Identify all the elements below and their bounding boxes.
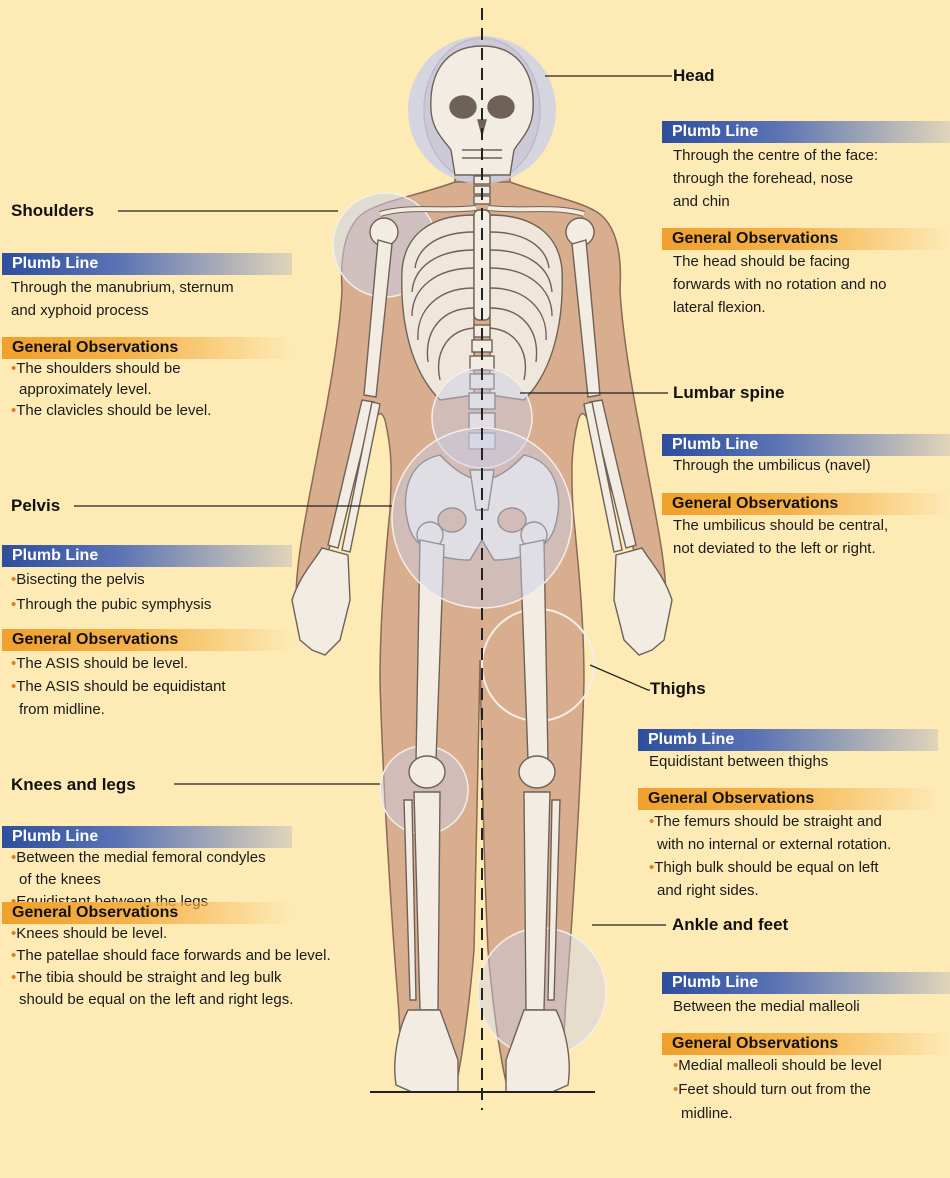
head-plumb-text: Through the centre of the face: through …: [673, 144, 878, 213]
pelvis-obs-text: The ASIS should be level. The ASIS shoul…: [11, 652, 226, 721]
shoulders-obs-text: The shoulders should be approximately le…: [11, 358, 211, 421]
ankle-plumb-label: Plumb Line: [662, 972, 950, 994]
pelvis-obs-label: General Observations: [2, 629, 292, 651]
thighs-obs-text: The femurs should be straight and with n…: [649, 810, 891, 902]
ankle-plumb-text: Between the medial malleoli: [673, 995, 860, 1018]
thighs-plumb-text: Equidistant between thighs: [649, 750, 828, 773]
thighs-obs-label: General Observations: [638, 788, 938, 810]
knees-obs-text: Knees should be level. The patellae shou…: [11, 923, 331, 1011]
thighs-plumb-label: Plumb Line: [638, 729, 938, 751]
shoulders-title: Shoulders: [11, 201, 94, 221]
knees-title: Knees and legs: [11, 775, 136, 795]
ankle-title: Ankle and feet: [672, 915, 788, 935]
lumbar-obs-label: General Observations: [662, 493, 950, 515]
pelvis-plumb-text: Bisecting the pelvis Through the pubic s…: [11, 567, 211, 617]
lumbar-obs-text: The umbilicus should be central, not dev…: [673, 514, 888, 560]
thighs-title: Thighs: [650, 679, 706, 699]
shoulders-plumb-text: Through the manubrium, sternum and xypho…: [11, 276, 234, 322]
pelvis-plumb-label: Plumb Line: [2, 545, 292, 567]
lumbar-plumb-label: Plumb Line: [662, 434, 950, 456]
head-title: Head: [673, 66, 715, 86]
head-plumb-label: Plumb Line: [662, 121, 950, 143]
ankle-obs-text: Medial malleoli should be level Feet sho…: [673, 1054, 882, 1126]
ankle-obs-label: General Observations: [662, 1033, 950, 1055]
shoulders-obs-label: General Observations: [2, 337, 292, 359]
head-obs-text: The head should be facing forwards with …: [673, 250, 886, 319]
head-obs-label: General Observations: [662, 228, 950, 250]
knees-obs-label: General Observations: [2, 902, 292, 924]
lumbar-plumb-text: Through the umbilicus (navel): [673, 454, 871, 477]
lumbar-title: Lumbar spine: [673, 383, 784, 403]
shoulders-plumb-label: Plumb Line: [2, 253, 292, 275]
knees-plumb-label: Plumb Line: [2, 826, 292, 848]
pelvis-title: Pelvis: [11, 496, 60, 516]
